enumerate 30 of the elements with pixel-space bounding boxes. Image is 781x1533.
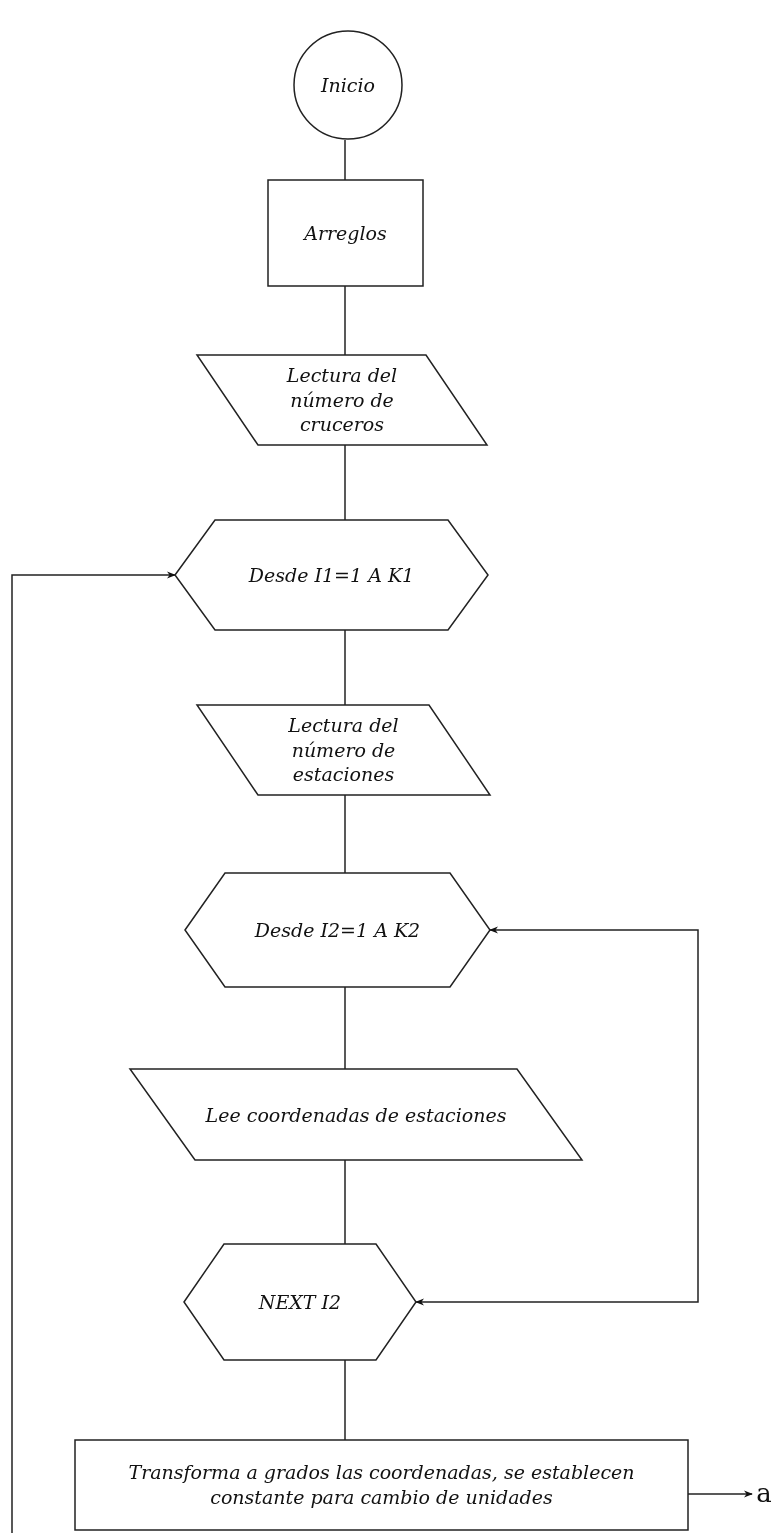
connector-line <box>344 1159 346 1245</box>
input-parallelogram <box>130 1069 582 1160</box>
connector-line <box>344 285 346 356</box>
loop-hexagon <box>175 520 488 630</box>
node-label: Desde I1=1 A K1 <box>247 562 416 588</box>
node-label: Transforma a grados las coordenadas, se establecen constante para cambio de unidades <box>127 1460 636 1510</box>
connector-label: a <box>756 1477 772 1511</box>
connector-line <box>344 986 346 1070</box>
connector-line <box>344 1359 346 1441</box>
connector-line <box>687 1490 753 1498</box>
node-label: NEXT I2 <box>257 1289 343 1315</box>
node-label: Desde I2=1 A K2 <box>253 917 422 943</box>
node-label: Lee coordenadas de estaciones <box>204 1102 508 1127</box>
process-box <box>268 180 423 286</box>
loop-end-hexagon <box>184 1244 416 1360</box>
start-circle <box>293 30 403 140</box>
connector-line <box>11 571 176 1533</box>
connector-line <box>344 629 346 706</box>
input-parallelogram <box>197 705 490 795</box>
connector-line <box>344 139 346 181</box>
connector-line <box>344 444 346 521</box>
connector-line <box>415 926 699 1306</box>
node-label: Lectura del número de cruceros <box>285 362 399 438</box>
process-box <box>75 1440 688 1530</box>
connector-line <box>344 794 346 874</box>
input-parallelogram <box>197 355 487 445</box>
node-label: Inicio <box>319 72 376 98</box>
node-label: Lectura del número de estaciones <box>287 712 400 788</box>
node-label: Arreglos <box>302 220 388 246</box>
loop-hexagon <box>185 873 490 987</box>
